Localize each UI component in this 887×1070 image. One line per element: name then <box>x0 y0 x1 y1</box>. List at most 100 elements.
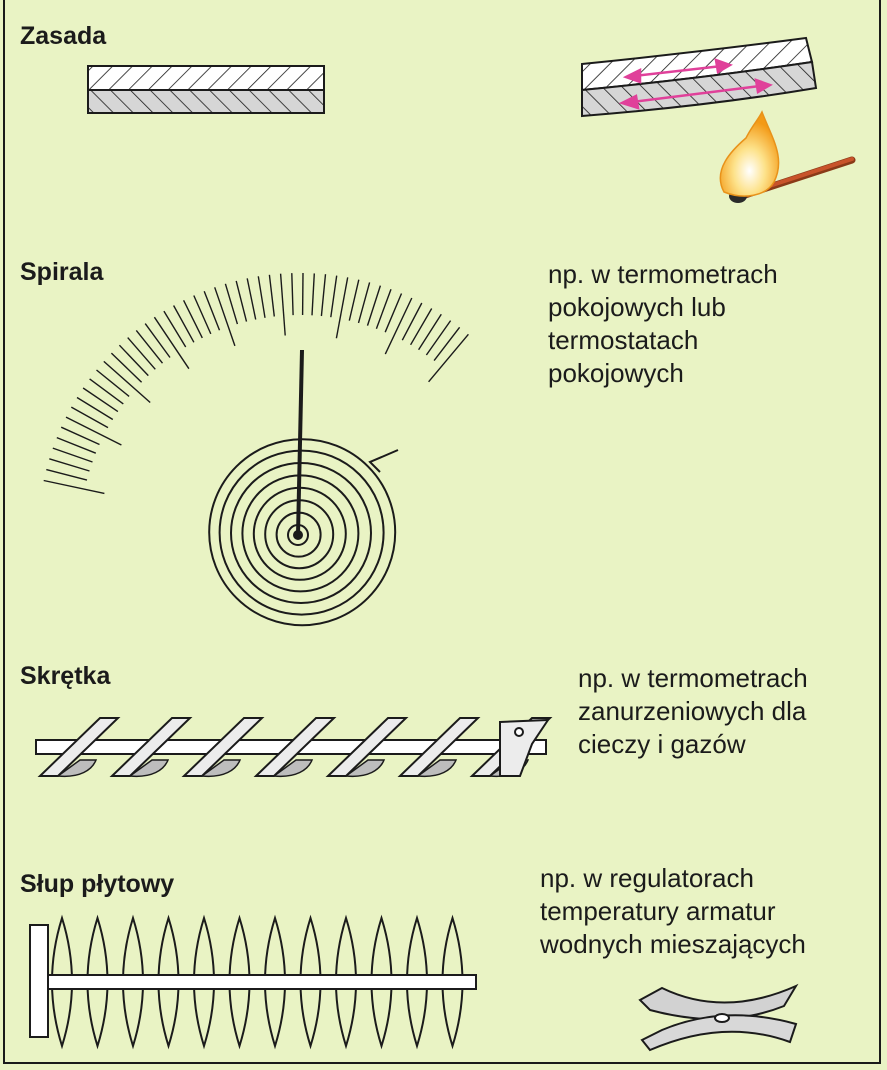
spiral-ring <box>230 462 372 604</box>
scale-tick <box>409 308 433 346</box>
scale-tick <box>65 416 122 446</box>
scale-tick <box>224 283 239 325</box>
scale-tick <box>110 352 143 383</box>
twist-band-front <box>37 717 121 777</box>
scale-tick <box>375 289 392 329</box>
twist-band-front <box>325 717 409 777</box>
plate-lens <box>335 914 357 1050</box>
spiral-ring <box>241 474 360 593</box>
spiral-ring <box>252 486 347 581</box>
scale-tick <box>401 302 423 341</box>
description-line: np. w termometrach <box>548 259 778 289</box>
scale-tick <box>357 282 371 324</box>
scale-tick <box>257 276 266 318</box>
scale-tick <box>193 295 212 335</box>
scale-tick <box>246 278 257 320</box>
scale-tick <box>60 426 100 446</box>
scale-tick <box>182 299 203 339</box>
scale-tick <box>103 360 151 404</box>
spiral-ring <box>218 449 385 616</box>
scale-tick <box>214 287 236 347</box>
scale-tick <box>82 387 119 413</box>
plate-lens <box>193 914 215 1050</box>
spirala-description: np. w termometrach pokojowych lub termos… <box>548 258 778 390</box>
spiral-thermometer-icon <box>43 272 469 627</box>
description-line: np. w regulatorach <box>540 863 754 893</box>
plate-lens <box>157 914 180 1050</box>
description-line: pokojowych lub <box>548 292 726 322</box>
spiral-outer-end <box>368 449 399 473</box>
scale-tick <box>135 329 164 364</box>
section-title-spirala: Spirala <box>20 258 104 286</box>
spiral-coil <box>208 438 397 627</box>
twist-band-front <box>253 717 337 777</box>
scale-tick <box>320 274 327 317</box>
twist-band-end <box>499 718 550 777</box>
section-title-slup-plytowy: Słup płytowy <box>20 870 175 898</box>
scale-tick <box>127 337 156 370</box>
description-line: pokojowych <box>548 358 684 388</box>
twist-band-front <box>181 717 265 777</box>
scale-tick <box>172 305 195 343</box>
column-base <box>29 924 49 1038</box>
scale-tick <box>433 326 461 362</box>
plate-column-icon <box>29 914 477 1050</box>
spiral-ring <box>287 524 309 546</box>
twist-band-shade <box>271 759 314 778</box>
scale-tick <box>425 320 452 356</box>
twist-band-front <box>397 717 481 777</box>
expansion-arrows <box>618 58 773 110</box>
dial-needle <box>296 349 304 536</box>
bimetal-strip-icon <box>87 65 325 114</box>
twist-band-shade <box>415 759 458 778</box>
plate-lens <box>299 914 322 1050</box>
scale-tick <box>96 369 130 397</box>
scale-tick <box>203 290 221 331</box>
plate-lens <box>122 914 144 1050</box>
description-line: wodnych mieszających <box>540 929 806 959</box>
scale-tick <box>153 316 190 370</box>
spiral-ring <box>264 499 335 570</box>
description-line: termostatach <box>548 325 699 355</box>
bent-bimetal-strip-icon <box>581 36 818 118</box>
plate-lens <box>406 914 428 1050</box>
scale-tick <box>268 274 275 317</box>
match-flame-icon <box>719 110 856 203</box>
twist-bands <box>37 717 553 778</box>
plate-lens <box>228 914 251 1050</box>
description-line: np. w termometrach <box>578 663 808 693</box>
scale-tick <box>311 273 315 316</box>
twisted-strip-icon <box>35 717 553 778</box>
scale-tick <box>428 333 469 383</box>
scale-tick <box>384 297 413 355</box>
description-line: cieczy i gazów <box>578 729 746 759</box>
twist-band-shade <box>55 759 98 778</box>
twist-band-shade <box>127 759 170 778</box>
description-line: temperatury armatur <box>540 896 776 926</box>
scale-tick <box>235 280 248 322</box>
plate-lens <box>86 914 109 1050</box>
description-line: zanurzeniowych dla <box>578 696 807 726</box>
figure-frame <box>3 0 881 1064</box>
plate-lens <box>441 914 464 1050</box>
twist-band-shade <box>199 759 242 778</box>
scale-tick <box>279 273 286 336</box>
plate-lens <box>51 914 73 1050</box>
spiral-ring <box>208 438 397 627</box>
scale-tick <box>46 468 88 481</box>
plate-lens <box>370 914 393 1050</box>
bent-plate-icon <box>638 983 799 1052</box>
spiral-ring <box>275 511 322 558</box>
dial-scale-ticks <box>43 272 469 495</box>
scale-tick <box>56 436 97 454</box>
scale-tick <box>70 406 109 429</box>
scale-tick <box>418 313 442 351</box>
scale-tick <box>163 310 187 348</box>
scale-tick <box>384 293 403 333</box>
twist-band-shade <box>343 759 386 778</box>
scale-tick <box>89 378 124 405</box>
scale-tick <box>291 273 294 316</box>
scale-tick <box>335 277 349 339</box>
scale-tick <box>348 279 360 321</box>
